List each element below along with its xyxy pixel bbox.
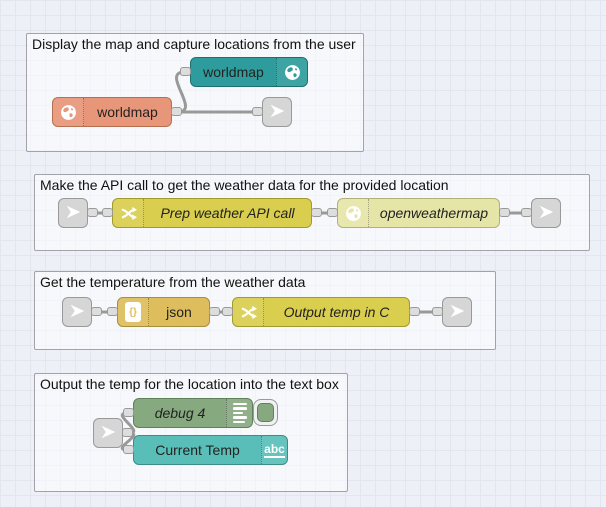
node-label: Current Temp xyxy=(155,442,240,458)
abc-glyph: abc xyxy=(264,441,285,458)
output-port[interactable] xyxy=(209,307,220,316)
paper-plane-icon xyxy=(68,302,86,323)
node-label: Prep weather API call xyxy=(160,205,295,221)
node-label: json xyxy=(166,304,192,320)
input-port[interactable] xyxy=(327,208,338,217)
debug-output-icon xyxy=(226,399,252,427)
input-port[interactable] xyxy=(252,107,263,116)
node-worldmap[interactable]: worldmap xyxy=(52,97,182,127)
output-port[interactable] xyxy=(91,307,102,316)
globe-icon xyxy=(338,199,369,227)
input-port[interactable] xyxy=(102,208,113,217)
paper-plane-icon xyxy=(448,302,466,323)
output-port[interactable] xyxy=(122,428,133,437)
group-output-temp[interactable]: Output the temp for the location into th… xyxy=(34,373,348,492)
output-port[interactable] xyxy=(311,208,322,217)
group-title: Make the API call to get the weather dat… xyxy=(40,177,449,193)
debug-toggle-state xyxy=(257,403,274,422)
output-port[interactable] xyxy=(87,208,98,217)
node-link-out[interactable] xyxy=(432,297,472,327)
node-link-in[interactable] xyxy=(93,418,133,448)
group-display-map[interactable]: Display the map and capture locations fr… xyxy=(26,33,364,152)
input-port[interactable] xyxy=(432,307,443,316)
input-port[interactable] xyxy=(107,307,118,316)
node-label: worldmap xyxy=(203,64,264,80)
group-title: Get the temperature from the weather dat… xyxy=(40,274,306,290)
output-port[interactable] xyxy=(409,307,420,316)
node-worldmap-in[interactable]: worldmap xyxy=(180,57,308,87)
function-icon xyxy=(233,298,264,326)
output-port[interactable] xyxy=(171,107,182,116)
input-port[interactable] xyxy=(123,408,134,417)
json-braces: {} xyxy=(129,306,137,318)
paper-plane-icon xyxy=(99,423,117,444)
input-port[interactable] xyxy=(521,208,532,217)
text-abc-icon: abc xyxy=(261,436,287,464)
node-link-out[interactable] xyxy=(521,198,561,228)
json-file-icon: {} xyxy=(118,298,149,326)
node-link-out[interactable] xyxy=(252,97,292,127)
input-port[interactable] xyxy=(180,67,191,76)
paper-plane-icon xyxy=(537,203,555,224)
function-icon xyxy=(113,199,144,227)
globe-icon xyxy=(276,58,307,86)
group-title: Output the temp for the location into th… xyxy=(40,376,339,392)
node-debug[interactable]: debug 4 xyxy=(123,398,278,428)
group-title: Display the map and capture locations fr… xyxy=(32,36,356,52)
debug-toggle-button[interactable] xyxy=(253,399,278,426)
node-json[interactable]: {} json xyxy=(107,297,220,327)
wire[interactable] xyxy=(175,70,187,114)
node-label: Output temp in C xyxy=(283,304,390,320)
input-port[interactable] xyxy=(123,445,134,454)
node-ui-text-current-temp[interactable]: Current Temp abc xyxy=(123,435,288,465)
node-function-prep-weather[interactable]: Prep weather API call xyxy=(102,198,322,228)
node-label: worldmap xyxy=(97,104,158,120)
paper-plane-icon xyxy=(64,203,82,224)
node-label: openweathermap xyxy=(379,205,489,221)
node-link-in[interactable] xyxy=(62,297,102,327)
node-openweathermap[interactable]: openweathermap xyxy=(327,198,510,228)
node-function-output-temp[interactable]: Output temp in C xyxy=(222,297,420,327)
node-link-in[interactable] xyxy=(58,198,98,228)
node-label: debug 4 xyxy=(154,405,206,421)
paper-plane-icon xyxy=(268,102,286,123)
output-port[interactable] xyxy=(499,208,510,217)
globe-icon xyxy=(53,98,84,126)
input-port[interactable] xyxy=(222,307,233,316)
